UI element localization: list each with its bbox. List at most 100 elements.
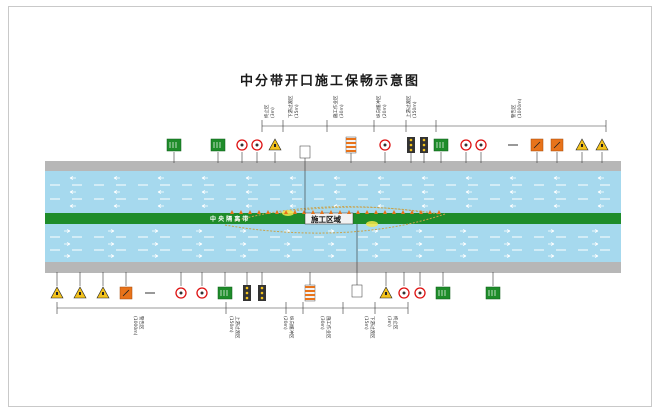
zone-label: 下游过渡区 xyxy=(369,316,376,339)
zone-label: 终止区 xyxy=(263,104,270,118)
warning-sign-icon xyxy=(73,286,87,299)
left-arrow-icon xyxy=(421,190,428,194)
zone-length-label: (1000m) xyxy=(132,316,138,336)
zone-length-label: (30m) xyxy=(339,104,345,118)
right-arrow-icon xyxy=(196,242,203,246)
guide-sign-icon xyxy=(210,138,226,152)
left-arrow-icon xyxy=(421,204,428,208)
right-arrow-icon xyxy=(64,242,71,246)
warning-sign-icon xyxy=(379,286,393,299)
right-arrow-icon xyxy=(108,229,115,233)
cone-icon xyxy=(392,210,396,214)
zone-label: 施工作业区 xyxy=(332,95,339,118)
guide-sign-icon xyxy=(435,286,451,300)
left-arrow-icon xyxy=(113,204,120,208)
sign-posts xyxy=(50,136,609,302)
guide-sign-icon xyxy=(485,286,501,300)
work-zone-label: 施工区域 xyxy=(311,214,341,224)
guide-sign-icon xyxy=(217,286,233,300)
left-arrow-icon xyxy=(113,176,120,180)
diagram-title: 中分带开口施工保畅示意图 xyxy=(239,74,420,89)
arrow-board-icon xyxy=(243,285,251,301)
lane-closed-sign-icon xyxy=(550,138,564,152)
notice-sign-icon xyxy=(351,284,363,298)
right-arrow-icon xyxy=(152,254,159,258)
right-arrow-icon xyxy=(504,254,511,258)
right-arrow-icon xyxy=(548,242,555,246)
left-arrow-icon xyxy=(113,190,120,194)
left-arrow-icon xyxy=(201,204,208,208)
median-label: 中 央 隔 离 带 xyxy=(210,215,248,223)
right-arrow-icon xyxy=(196,254,203,258)
left-arrow-icon xyxy=(377,204,384,208)
right-arrow-icon xyxy=(328,254,335,258)
warning-sign-icon xyxy=(268,138,282,151)
cone-icon xyxy=(257,210,261,214)
cone-icon xyxy=(419,210,423,214)
right-arrow-icon xyxy=(328,242,335,246)
right-arrow-icon xyxy=(372,242,379,246)
arrow-board-icon xyxy=(258,285,266,301)
notice-sign-icon xyxy=(299,145,311,159)
right-arrow-icon xyxy=(108,254,115,258)
work-glow-right xyxy=(366,221,378,227)
lane-closed-sign-icon xyxy=(530,138,544,152)
left-arrow-icon xyxy=(69,190,76,194)
left-arrow-icon xyxy=(69,204,76,208)
left-arrow-icon xyxy=(597,190,604,194)
cone-icon xyxy=(437,210,441,214)
right-arrow-icon xyxy=(504,229,511,233)
arrow-board-icon xyxy=(407,137,415,153)
left-arrow-icon xyxy=(553,176,560,180)
top-dimension-ticks xyxy=(261,120,607,132)
left-arrow-icon xyxy=(553,190,560,194)
left-arrow-icon xyxy=(465,176,472,180)
warning-sign-icon xyxy=(575,138,589,151)
right-arrow-icon xyxy=(460,242,467,246)
speed-limit-sign-icon xyxy=(251,139,263,151)
crossover-path-top xyxy=(234,206,441,222)
arrow-board-icon xyxy=(420,137,428,153)
cone-icon xyxy=(365,210,369,214)
top-shoulder xyxy=(45,161,621,171)
right-arrow-icon xyxy=(240,229,247,233)
zone-label: 警告区 xyxy=(138,316,145,330)
zone-label: 警告区 xyxy=(510,104,517,118)
right-arrow-icon xyxy=(64,254,71,258)
warning-sign-icon xyxy=(50,286,64,299)
left-arrow-icon xyxy=(597,204,604,208)
right-arrow-icon xyxy=(504,242,511,246)
left-arrow-icon xyxy=(509,204,516,208)
left-arrow-icon xyxy=(289,190,296,194)
right-arrow-icon xyxy=(108,242,115,246)
guide-sign-icon xyxy=(166,138,182,152)
cone-icon xyxy=(356,210,360,214)
lane-arrows xyxy=(64,176,604,258)
cone-icon xyxy=(293,210,297,214)
left-arrow-icon xyxy=(157,176,164,180)
zone-length-label: (15m) xyxy=(294,104,300,118)
cone-icon xyxy=(320,210,324,214)
cone-icon xyxy=(284,210,288,214)
cone-icon xyxy=(230,210,234,214)
cone-icon xyxy=(410,210,414,214)
right-arrow-icon xyxy=(372,254,379,258)
speed-limit-sign-icon xyxy=(475,139,487,151)
cone-icon xyxy=(401,210,405,214)
left-arrow-icon xyxy=(509,190,516,194)
left-arrow-icon xyxy=(553,204,560,208)
right-arrow-icon xyxy=(284,229,291,233)
right-arrow-icon xyxy=(460,229,467,233)
left-arrow-icon xyxy=(289,204,296,208)
barrier-sign-icon xyxy=(304,284,316,302)
right-arrow-icon xyxy=(152,242,159,246)
speed-limit-sign-icon xyxy=(379,139,391,151)
right-arrow-icon xyxy=(240,242,247,246)
right-arrow-icon xyxy=(416,242,423,246)
zone-length-label: (150m) xyxy=(228,316,234,333)
guide-sign-icon xyxy=(433,138,449,152)
cone-icon xyxy=(338,210,342,214)
right-arrow-icon xyxy=(328,229,335,233)
zone-label: 纵向缓冲区 xyxy=(375,95,382,118)
